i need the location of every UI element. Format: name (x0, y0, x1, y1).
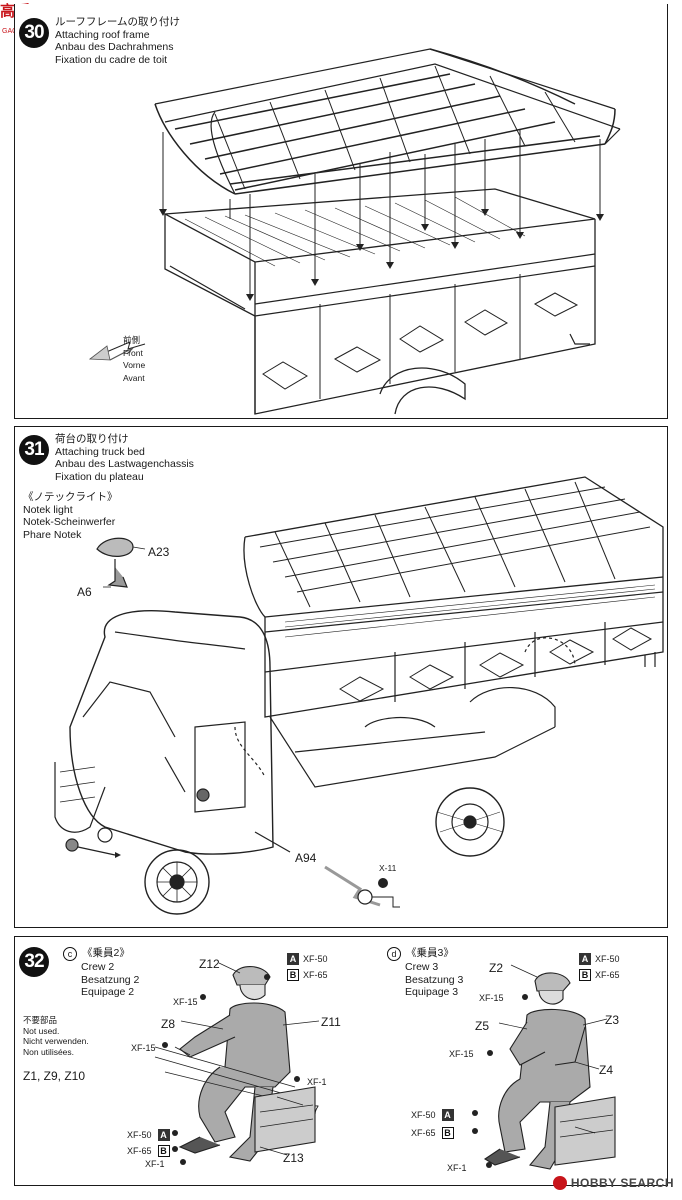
crew-3-letter: d (387, 947, 401, 961)
step-32-number: 32 (19, 947, 49, 977)
crew-figures-illustration (154, 962, 616, 1170)
step-30-number: 30 (19, 18, 49, 48)
crew-2-xf15-a: XF-15 (173, 997, 198, 1007)
front-direction-label: 前側 Front Vorne Avant (123, 335, 146, 383)
not-used-parts: Z1, Z9, Z10 (23, 1069, 86, 1083)
part-z12-label: Z12 (199, 957, 220, 971)
part-z8-label: Z8 (161, 1017, 176, 1031)
crew-3-xf15-b: XF-15 (449, 1049, 474, 1059)
crew-2-title: c《乗員2》 Crew 2 Besatzung 2 Equipage 2 (63, 947, 139, 999)
part-z13-label: Z13 (283, 1151, 304, 1165)
part-z4-label: Z4 (599, 1063, 614, 1077)
step-32-panel: 32 不要部品 Not used. Nicht verwenden. Non u… (14, 936, 668, 1186)
roof-frame-illustration (88, 48, 621, 415)
part-a94-label: A94 (295, 851, 317, 865)
step-31-number: 31 (19, 435, 49, 465)
part-z5-label: Z5 (475, 1019, 490, 1033)
step-31-title: 荷台の取り付け Attaching truck bed Anbau des La… (55, 433, 194, 483)
crew-3-xf15-a: XF-15 (479, 993, 504, 1003)
crew-2-letter: c (63, 947, 77, 961)
crew-2-xf1-a: XF-1 (307, 1077, 327, 1087)
crew-3-xf1: XF-1 (447, 1163, 467, 1173)
step-30-title: ルーフフレームの取り付け Attaching roof frame Anbau … (55, 16, 181, 66)
step-31-panel: 31 荷台の取り付け Attaching truck bed Anbau des… (14, 426, 668, 928)
hobbysearch-logo-icon (552, 1176, 567, 1190)
not-used-label: 不要部品 Not used. Nicht verwenden. Non util… (23, 1015, 89, 1057)
part-a23-label: A23 (148, 545, 170, 559)
crew-2-xf15-b: XF-15 (131, 1043, 156, 1053)
crew-2-xf1-b: XF-1 (145, 1159, 165, 1169)
watermark-hobbysearch: HOBBY SEARCH (552, 1176, 674, 1190)
part-a6-label: A6 (77, 585, 92, 599)
part-z2-label: Z2 (489, 961, 504, 975)
notek-light-label: 《ノテックライト》 Notek light Notek-Scheinwerfer… (23, 491, 118, 541)
step-30-panel: 30 ルーフフレームの取り付け Attaching roof frame Anb… (14, 4, 668, 419)
part-x11-label: X-11 (379, 863, 397, 873)
part-z11-label: Z11 (321, 1015, 341, 1029)
crew-3-title: d《乗員3》 Crew 3 Besatzung 3 Equipage 3 (387, 947, 463, 999)
truck-illustration (54, 476, 664, 915)
part-z3-label: Z3 (605, 1013, 620, 1027)
